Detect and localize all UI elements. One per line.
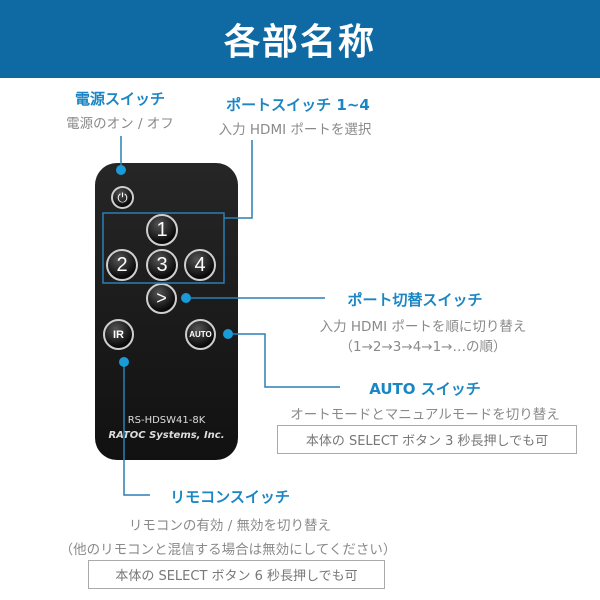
ir-label: リモコンスイッチ bbox=[170, 488, 290, 506]
cycle-label: ポート切替スイッチ bbox=[347, 291, 483, 309]
ir-desc: リモコンの有効 / 無効を切り替え bbox=[128, 518, 332, 534]
page-title: 各部名称 bbox=[0, 0, 600, 78]
auto-button[interactable]: AUTO bbox=[185, 319, 216, 350]
auto-note: 本体の SELECT ボタン 3 秒長押しでも可 bbox=[277, 425, 577, 454]
port-3-button[interactable]: 3 bbox=[146, 249, 178, 281]
cycle-dot bbox=[181, 293, 191, 303]
model-number: RS-HDSW41-8K bbox=[127, 415, 206, 426]
port-1-button[interactable]: 1 bbox=[146, 214, 178, 246]
power-desc: 電源のオン / オフ bbox=[66, 116, 174, 132]
port-desc: 入力 HDMI ポートを選択 bbox=[218, 122, 372, 138]
cycle-desc: 入力 HDMI ポートを順に切り替え bbox=[319, 319, 527, 335]
port-4-button[interactable]: 4 bbox=[184, 249, 216, 281]
ir-note: 本体の SELECT ボタン 6 秒長押しでも可 bbox=[88, 560, 385, 589]
power-dot bbox=[116, 165, 126, 175]
auto-callout-line bbox=[228, 333, 340, 388]
ir-caution: （他のリモコンと混信する場合は無効にしてください） bbox=[59, 542, 397, 558]
port-callout-line bbox=[224, 140, 253, 219]
auto-label: AUTO スイッチ bbox=[369, 380, 481, 398]
brand-logo: RATOC Systems, Inc. bbox=[108, 430, 225, 441]
cycle-order: （1→2→3→4→1→…の順） bbox=[339, 339, 507, 355]
power-label: 電源スイッチ bbox=[74, 90, 166, 108]
power-button[interactable]: ⏻ bbox=[111, 186, 134, 209]
auto-desc: オートモードとマニュアルモードを切り替え bbox=[290, 407, 560, 423]
port-buttons-frame bbox=[102, 212, 225, 284]
next-port-button[interactable]: > bbox=[146, 283, 177, 314]
ir-dot bbox=[119, 357, 129, 367]
ir-callout-line bbox=[123, 362, 150, 496]
port-2-button[interactable]: 2 bbox=[106, 249, 138, 281]
port-label: ポートスイッチ 1~4 bbox=[226, 96, 370, 114]
auto-dot bbox=[223, 329, 233, 339]
ir-button[interactable]: IR bbox=[103, 319, 134, 350]
